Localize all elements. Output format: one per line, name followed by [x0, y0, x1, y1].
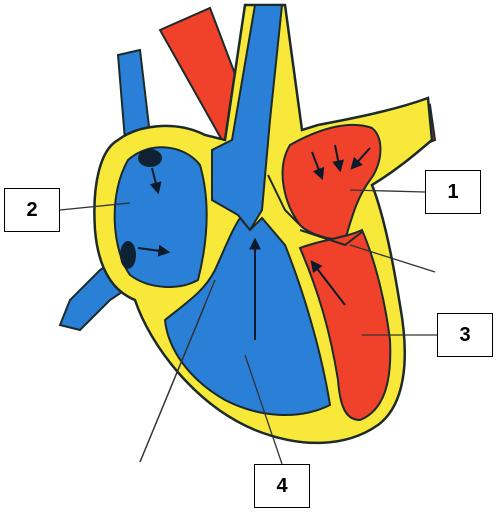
label-1-text: 1 [447, 181, 458, 204]
label-4-text: 4 [276, 475, 287, 498]
label-2-text: 2 [26, 199, 37, 222]
label-box-4: 4 [254, 464, 310, 508]
superior-vena-cava [118, 50, 150, 140]
right-atrium-dark-spot-bottom [120, 241, 136, 269]
label-box-1: 1 [425, 170, 481, 214]
label-3-text: 3 [459, 324, 470, 347]
label-box-2: 2 [4, 188, 60, 232]
label-box-3: 3 [437, 313, 493, 357]
right-atrium-dark-spot-top [138, 149, 162, 167]
